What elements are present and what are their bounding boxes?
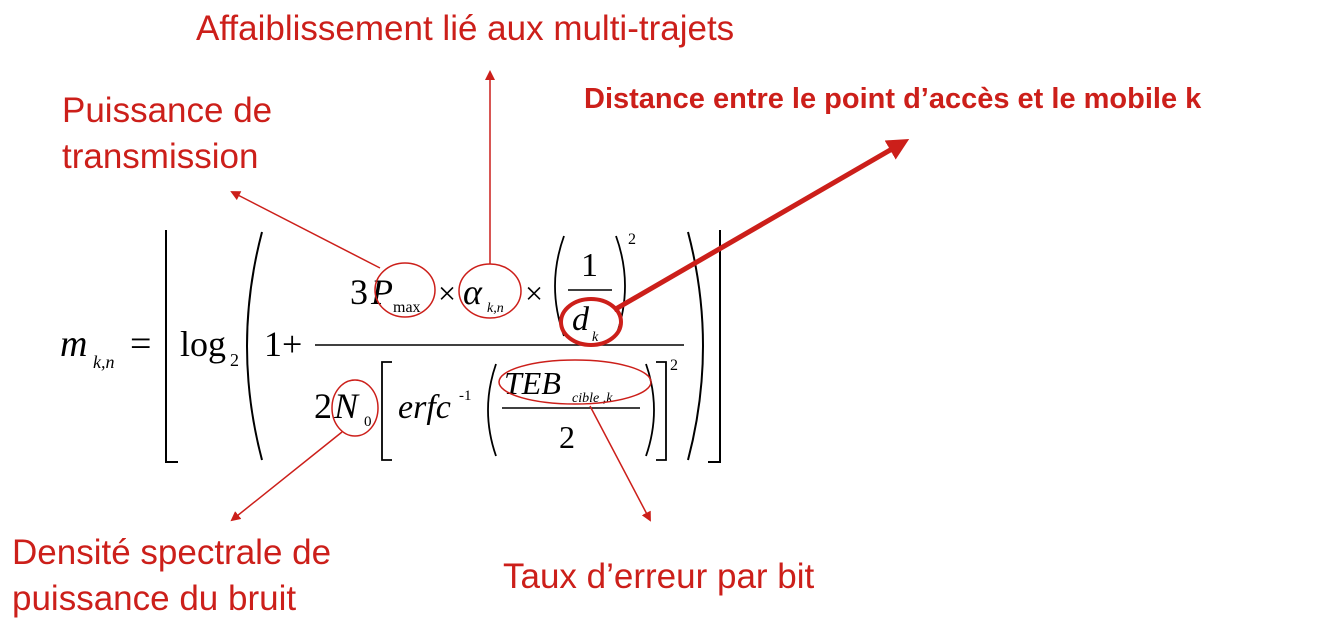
distance-variable: d	[572, 301, 590, 338]
fraction-one: 1	[581, 247, 598, 284]
noise-subscript: 0	[364, 414, 372, 430]
numerator-exponent: 2	[628, 231, 636, 248]
ber-label: Taux d’erreur par bit	[503, 557, 815, 596]
ber-highlight	[498, 359, 652, 405]
ber-arrow	[589, 405, 651, 522]
left-floor-bracket	[165, 230, 178, 463]
erfc-left-paren	[487, 363, 497, 457]
equals-sign: =	[130, 323, 151, 365]
one-plus: 1+	[264, 324, 302, 364]
erfc-right-paren	[645, 363, 655, 457]
log-function: log	[180, 324, 226, 364]
numerator-coefficient: 3	[350, 272, 368, 312]
noise-highlight	[331, 379, 379, 437]
erfc-inverse-exponent: -1	[459, 388, 472, 404]
times-sign-1: ×	[438, 275, 456, 311]
power-arrow	[230, 191, 381, 269]
lhs-variable: m	[60, 323, 87, 365]
distance-subscript: k	[592, 330, 599, 345]
distance-arrow	[612, 138, 910, 313]
log-base: 2	[230, 350, 239, 370]
noise-arrow	[230, 431, 343, 522]
outer-left-paren	[246, 231, 263, 461]
transmit-power-label-line2: transmission	[62, 137, 259, 176]
right-floor-bracket	[708, 230, 721, 463]
denominator-coefficient: 2	[314, 386, 332, 426]
noise-variable: N	[333, 386, 360, 426]
lhs-subscript: k,n	[93, 352, 115, 372]
power-subscript: max	[393, 299, 421, 316]
right-square-bracket	[656, 361, 667, 461]
multipath-fading-label: Affaiblissement lié aux multi-trajets	[196, 9, 735, 48]
left-square-bracket	[381, 361, 392, 461]
alpha-subscript: k,n	[487, 301, 504, 316]
ber-variable: TEB	[504, 365, 561, 401]
denominator-exponent: 2	[670, 357, 678, 374]
noise-density-label-line2: puissance du bruit	[12, 579, 297, 618]
erfc-function: erfc	[398, 389, 451, 426]
noise-density-label-line1: Densité spectrale de	[12, 533, 332, 572]
distance-label: Distance entre le point d’accès et le mo…	[584, 83, 1202, 115]
distance-highlight	[559, 297, 623, 347]
ber-denominator: 2	[559, 419, 575, 455]
times-sign-2: ×	[525, 275, 543, 311]
power-highlight	[374, 262, 436, 318]
alpha-variable: α	[463, 272, 483, 312]
transmit-power-label-line1: Puissance de	[62, 91, 273, 130]
